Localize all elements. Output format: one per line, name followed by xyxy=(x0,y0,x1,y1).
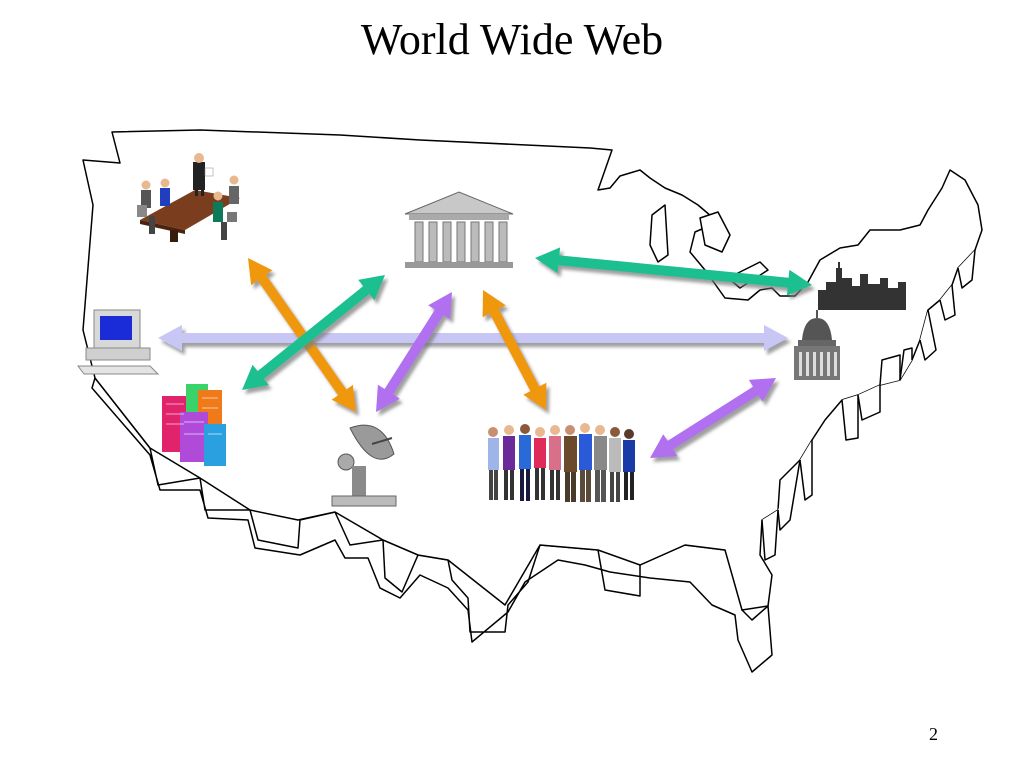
group-of-people-icon xyxy=(488,423,635,502)
satellite-dish-icon xyxy=(331,424,397,507)
us-map xyxy=(82,129,983,673)
arrow-computer-capitol xyxy=(158,325,788,351)
lake-huron xyxy=(699,211,731,253)
lake-michigan xyxy=(649,204,669,263)
capitol-dome-icon xyxy=(794,310,840,380)
connection-arrows xyxy=(158,247,812,458)
government-building-icon xyxy=(404,191,514,268)
page-number: 2 xyxy=(929,724,938,744)
map-extrusion xyxy=(91,377,773,673)
arrow-government-city xyxy=(535,247,812,296)
desktop-computer-icon xyxy=(77,309,160,375)
arrow-government-satellite xyxy=(376,292,452,412)
arrow-government-people xyxy=(482,290,547,410)
office-buildings-icon xyxy=(162,384,226,466)
arrow-government-buildings xyxy=(242,275,385,390)
boardroom-meeting-icon xyxy=(137,153,240,242)
arrow-capitol-people xyxy=(650,378,776,458)
arrow-meeting-satellite xyxy=(248,258,356,412)
city-skyline-icon xyxy=(818,262,906,310)
slide-title: World Wide Web xyxy=(360,15,664,64)
